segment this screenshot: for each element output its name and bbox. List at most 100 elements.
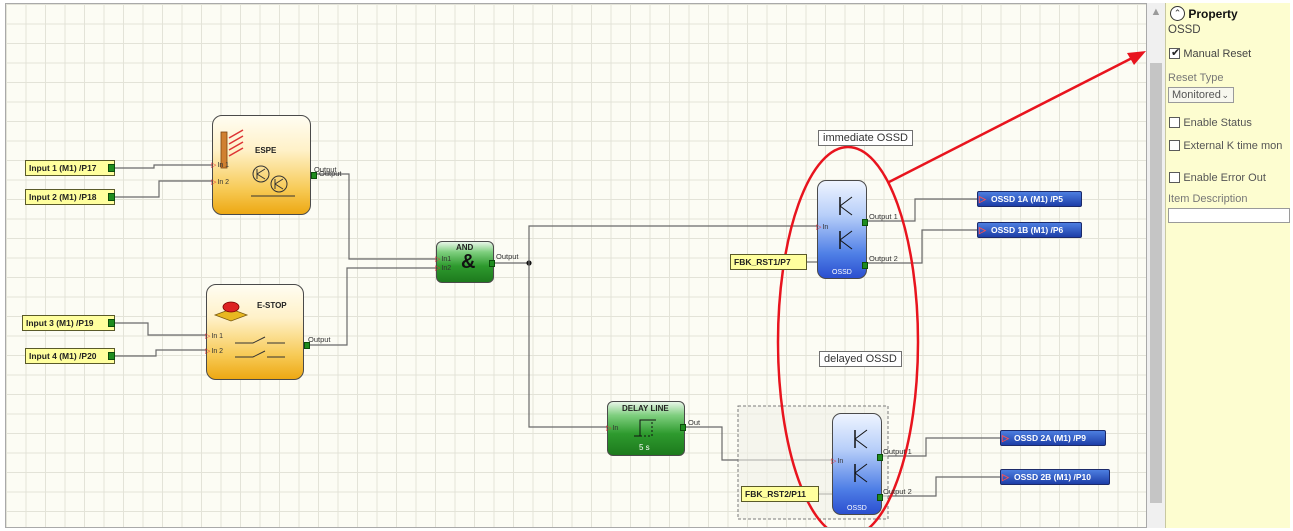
in1-pin[interactable]: In 1 <box>205 332 223 340</box>
input-tag-4[interactable]: Input 4 (M1) /P20 <box>25 348 115 364</box>
reset-type-select[interactable]: Monitored ⌄ <box>1168 87 1234 103</box>
in2-pin[interactable]: In2 <box>435 264 451 272</box>
output-tag-label: OSSD 2A (M1) /P9 <box>1014 433 1086 443</box>
arrow-icon: ▷ <box>1002 433 1009 443</box>
wire-espe-and <box>314 173 436 260</box>
output-port[interactable] <box>304 342 310 349</box>
delay-line-block[interactable]: DELAY LINE In 5 s <box>606 401 686 456</box>
output-port[interactable] <box>680 424 686 431</box>
output-tag-1a[interactable]: ▷ OSSD 1A (M1) /P5 <box>977 191 1082 207</box>
output-tag-label: OSSD 1A (M1) /P5 <box>991 194 1063 204</box>
and-symbol: & <box>461 251 476 273</box>
output-pin-label: Output <box>319 169 342 178</box>
logic-diagram-canvas[interactable]: Input 1 (M1) /P17 Input 2 (M1) /P18 Inpu… <box>5 3 1147 528</box>
scroll-up-icon[interactable]: ▲ <box>1150 6 1162 18</box>
output-port[interactable] <box>108 164 115 172</box>
reset-type-label: Reset Type <box>1168 72 1224 84</box>
property-title: Property <box>1188 6 1238 21</box>
in-pin[interactable]: In <box>831 457 843 465</box>
output-port-2[interactable] <box>862 262 868 269</box>
block-title: ESPE <box>255 146 277 155</box>
estop-block[interactable]: E-STOP In 1 In 2 <box>205 284 310 380</box>
enable-status-row[interactable]: Enable Status <box>1169 115 1252 129</box>
input-tag-label: FBK_RST2/P11 <box>745 489 806 499</box>
delay-timer-icon <box>634 419 656 437</box>
in2-pin[interactable]: In 2 <box>205 347 223 355</box>
property-subtitle: OSSD <box>1168 24 1201 36</box>
enable-status-checkbox[interactable] <box>1169 117 1180 128</box>
wire-ossd2-out1 <box>881 437 1000 457</box>
block-title: DELAY LINE <box>622 404 669 413</box>
annotation-arrowhead <box>1127 51 1146 65</box>
output-port[interactable] <box>108 193 115 201</box>
collapse-icon[interactable]: ⌃ <box>1170 6 1185 22</box>
input-tag-1[interactable]: Input 1 (M1) /P17 <box>25 160 115 176</box>
ossd2-block[interactable]: In OSSD <box>831 413 883 515</box>
ossd1-out1-label: Output 1 <box>869 212 898 221</box>
estop-output-label: Output <box>308 335 331 344</box>
delay-output-label: Out <box>688 418 701 427</box>
input-tag-2[interactable]: Input 2 (M1) /P18 <box>25 189 115 205</box>
wire-ossd2-out2 <box>881 476 1000 497</box>
input-tag-3[interactable]: Input 3 (M1) /P19 <box>22 315 115 331</box>
input-tag-label: Input 3 (M1) /P19 <box>26 318 94 328</box>
block-name: OSSD <box>847 505 867 512</box>
transistor-output-icon <box>854 429 868 483</box>
and-output-label: Output <box>496 252 519 261</box>
delayed-ossd-label: delayed OSSD <box>819 351 902 367</box>
input-tag-label: Input 4 (M1) /P20 <box>29 351 97 361</box>
output-tag-2b[interactable]: ▷OSSD 2B (M1) /P10 <box>1000 469 1110 485</box>
item-description-label: Item Description <box>1168 193 1248 205</box>
in-pin[interactable]: In <box>816 223 828 231</box>
in1-pin[interactable]: In1 <box>435 255 451 263</box>
wire-estop-and <box>306 267 436 346</box>
manual-reset-row[interactable]: ✔ Manual Reset <box>1169 46 1251 60</box>
immediate-ossd-label: immediate OSSD <box>818 130 913 146</box>
ossd1-out2-label: Output 2 <box>869 254 898 263</box>
in2-pin[interactable]: In 2 <box>211 178 229 186</box>
espe-block[interactable]: ESPE In 1 In 2 Output <box>211 115 342 215</box>
enable-error-out-checkbox[interactable] <box>1169 172 1180 183</box>
block-name: OSSD <box>832 269 852 276</box>
output-port-1[interactable] <box>877 454 883 461</box>
wire-input1-espe <box>114 164 212 169</box>
transistor-output-icon <box>839 196 853 250</box>
output-port[interactable] <box>311 172 317 179</box>
external-k-checkbox[interactable] <box>1169 140 1180 151</box>
external-k-row[interactable]: External K time mon <box>1169 138 1282 152</box>
enable-error-out-row[interactable]: Enable Error Out <box>1169 170 1266 184</box>
contact-switch-icon <box>235 336 285 358</box>
output-port[interactable] <box>108 319 115 327</box>
annotation-ellipse <box>776 145 920 527</box>
wire-and-delay <box>528 263 607 428</box>
enable-error-out-label: Enable Error Out <box>1183 172 1266 184</box>
input-tag-label: FBK_RST1/P7 <box>734 257 791 267</box>
and-block[interactable]: AND & In1 In2 <box>435 241 495 283</box>
output-tag-2a[interactable]: ▷ OSSD 2A (M1) /P9 <box>1000 430 1106 446</box>
espe-output-label: Output <box>314 165 337 174</box>
output-tag-1b[interactable]: ▷OSSD 1B (M1) /P6 <box>977 222 1082 238</box>
output-port[interactable] <box>108 352 115 360</box>
ossd2-out2-label: Output 2 <box>883 487 912 496</box>
output-port-2[interactable] <box>877 494 883 501</box>
property-panel: ⌃ Property OSSD ✔ Manual Reset Reset Typ… <box>1165 3 1290 528</box>
input-tag-label: Input 1 (M1) /P17 <box>29 163 97 173</box>
fbk-rst1-tag[interactable]: FBK_RST1/P7 <box>730 254 807 270</box>
block-title: E-STOP <box>257 301 287 310</box>
input-tag-label: Input 2 (M1) /P18 <box>29 192 97 202</box>
arrow-icon: ▷ <box>979 194 986 204</box>
manual-reset-checkbox[interactable]: ✔ <box>1169 47 1180 59</box>
wire-and-ossd1 <box>528 225 817 263</box>
fbk-rst2-tag[interactable]: FBK_RST2/P11 <box>741 486 819 502</box>
property-header[interactable]: ⌃ Property <box>1170 6 1238 24</box>
item-description-input[interactable] <box>1168 208 1290 223</box>
ossd1-block[interactable]: In OSSD <box>816 180 868 279</box>
chevron-down-icon: ⌄ <box>1221 90 1229 100</box>
output-port[interactable] <box>489 260 495 267</box>
in-pin[interactable]: In <box>606 424 618 432</box>
output-port-1[interactable] <box>862 219 868 226</box>
emergency-stop-icon <box>213 301 249 322</box>
in1-pin[interactable]: In 1 <box>211 161 229 169</box>
vertical-scrollbar[interactable]: ▲ <box>1147 3 1165 528</box>
scroll-thumb[interactable] <box>1150 63 1162 503</box>
